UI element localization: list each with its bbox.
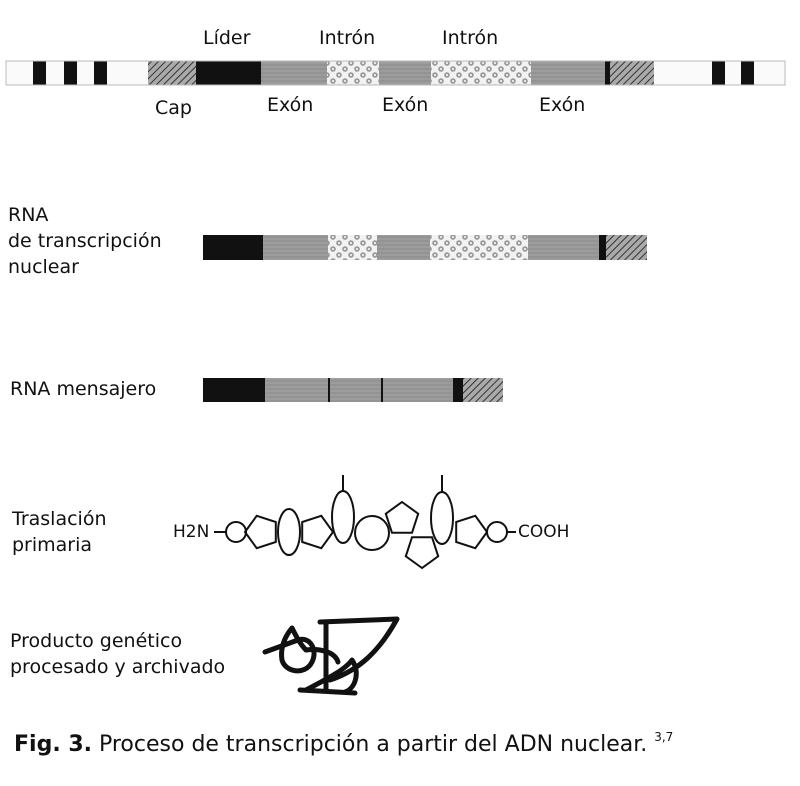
exon-segment [261, 61, 327, 85]
exon-segment [265, 378, 328, 402]
dark-segment [203, 378, 265, 402]
exon-segment [531, 61, 605, 85]
dark-segment [196, 61, 261, 85]
ellipse-residue [430, 491, 454, 545]
exon-segment [528, 235, 599, 260]
label-leader: Líder [203, 27, 251, 49]
spacer-segment [77, 61, 94, 85]
messenger-rna-strand [203, 378, 503, 402]
protein-chain [214, 475, 516, 570]
label-intron-2: Intrón [442, 27, 499, 49]
figure-number: Fig. 3. [14, 732, 92, 757]
dark-segment [203, 235, 263, 260]
intron-segment [328, 235, 377, 260]
c-terminus-label: COOH [518, 522, 570, 542]
label-messenger-rna: RNA mensajero [10, 378, 157, 400]
cap-segment [606, 235, 647, 260]
exon-segment [330, 378, 381, 402]
spacer-segment [6, 61, 33, 85]
label-exon-3: Exón [539, 94, 586, 116]
label-product-2: procesado y archivado [10, 656, 226, 678]
dark-segment [605, 61, 610, 85]
dark-segment [381, 378, 383, 402]
label-intron-1: Intrón [319, 27, 376, 49]
exon-segment [379, 61, 431, 85]
caption-text: Proceso de transcripción a partir del AD… [92, 732, 648, 757]
label-product-1: Producto genético [10, 630, 183, 652]
exon-segment [383, 378, 453, 402]
spacer-segment [725, 61, 741, 85]
dark-segment [328, 378, 330, 402]
dark-segment [599, 235, 606, 260]
label-exon-1: Exón [267, 94, 314, 116]
dark-segment [741, 61, 754, 85]
spacer-segment [754, 61, 785, 85]
label-nuclear-rna-3: nuclear [8, 256, 79, 278]
caption-references: 3,7 [654, 730, 674, 744]
n-terminus-label: H2N [173, 522, 210, 542]
spacer-segment [654, 61, 712, 85]
intron-segment [431, 61, 531, 85]
dark-segment [453, 378, 463, 402]
intron-segment [430, 235, 528, 260]
cap-segment [610, 61, 654, 85]
label-translation-1: Traslación [12, 508, 107, 530]
pentagon-residue [243, 514, 277, 550]
intron-segment [327, 61, 379, 85]
cap-segment [463, 378, 503, 402]
pentagon-residue [455, 514, 489, 550]
ellipse-residue [331, 490, 355, 544]
label-nuclear-rna-1: RNA [8, 204, 49, 226]
cap-segment [148, 61, 196, 85]
processed-product-icon [262, 616, 400, 696]
figure-caption: Fig. 3. Proceso de transcripción a parti… [14, 730, 673, 757]
label-cap: Cap [155, 97, 192, 119]
circle-residue [486, 521, 508, 543]
dna-strand [5, 60, 786, 86]
exon-segment [377, 235, 430, 260]
pentagon-residue [384, 500, 420, 534]
label-nuclear-rna-2: de transcripción [8, 230, 162, 252]
spacer-segment [107, 61, 148, 85]
dark-segment [64, 61, 77, 85]
dark-segment [33, 61, 46, 85]
ellipse-residue [277, 508, 301, 556]
dark-segment [712, 61, 725, 85]
label-exon-2: Exón [382, 94, 429, 116]
pentagon-residue [301, 514, 335, 550]
dark-segment [94, 61, 107, 85]
label-translation-2: primaria [12, 534, 93, 556]
circle-residue [354, 515, 390, 551]
exon-segment [263, 235, 328, 260]
nuclear-rna-strand [203, 235, 647, 260]
spacer-segment [46, 61, 64, 85]
pentagon-residue [404, 536, 440, 570]
circle-residue [225, 521, 247, 543]
